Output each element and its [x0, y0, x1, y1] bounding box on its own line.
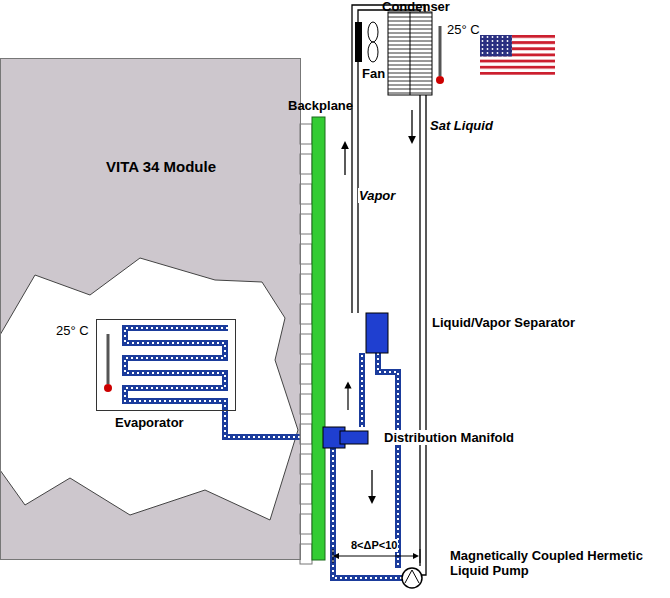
liquid-tube — [333, 353, 402, 578]
connector-stub — [300, 214, 312, 234]
fan-motor — [355, 22, 362, 62]
backplane: Backplane — [312, 117, 325, 560]
connector-stub — [300, 544, 312, 564]
connector-stub — [300, 124, 312, 144]
condenser-fins — [410, 12, 411, 95]
flow-arrow — [347, 385, 348, 410]
connector-stub — [300, 244, 312, 264]
node-text: VITA 34 Module — [106, 159, 216, 174]
temperature: 25° C — [447, 22, 480, 37]
node-text: Evaporator — [115, 415, 184, 430]
connector-stub — [300, 184, 312, 204]
thermometer — [439, 26, 442, 76]
connector-stub — [300, 304, 312, 324]
thermometer — [107, 334, 110, 384]
flag-stars — [480, 35, 512, 57]
connector-stub — [300, 514, 312, 534]
part-name: Distribution Manifold — [382, 430, 516, 445]
connector-stub — [300, 394, 312, 414]
connector-stub — [300, 364, 312, 384]
flow-note: Sat Liquid — [430, 118, 493, 133]
node-text: Backplane — [288, 98, 353, 113]
condenser-fins — [388, 12, 432, 95]
thermometer-bulb — [436, 76, 444, 84]
connector-stub — [300, 334, 312, 354]
flag-canton — [480, 35, 512, 57]
backplane-connectors — [300, 124, 312, 564]
separator — [366, 313, 388, 353]
part-name: Condenser — [382, 0, 450, 14]
connector-stub — [300, 484, 312, 504]
evaporator-box: Evaporator — [96, 319, 236, 411]
connector-stub — [300, 274, 312, 294]
part-name: Magnetically Coupled Hermetic Liquid Pum… — [450, 548, 665, 578]
part-name: Fan — [362, 66, 385, 81]
pump — [402, 568, 422, 588]
temperature: 25° C — [56, 323, 89, 338]
flow-note: Vapor — [358, 188, 396, 203]
dimension: 8<ΔP<10 — [350, 539, 398, 552]
backplane-board — [312, 117, 325, 560]
connector-stub — [300, 424, 312, 444]
fan-blade — [368, 22, 378, 42]
fan-blade — [368, 42, 378, 62]
pump-symbol — [405, 570, 419, 583]
thermometer-bulb — [104, 384, 112, 392]
connector-stub — [300, 154, 312, 174]
module-box: VITA 34 ModuleEvaporator — [0, 58, 301, 560]
part-name: Liquid/Vapor Separator — [432, 315, 575, 330]
module-housing — [0, 58, 300, 560]
connector-stub — [300, 454, 312, 474]
flag — [480, 35, 555, 75]
manifold — [340, 431, 368, 444]
